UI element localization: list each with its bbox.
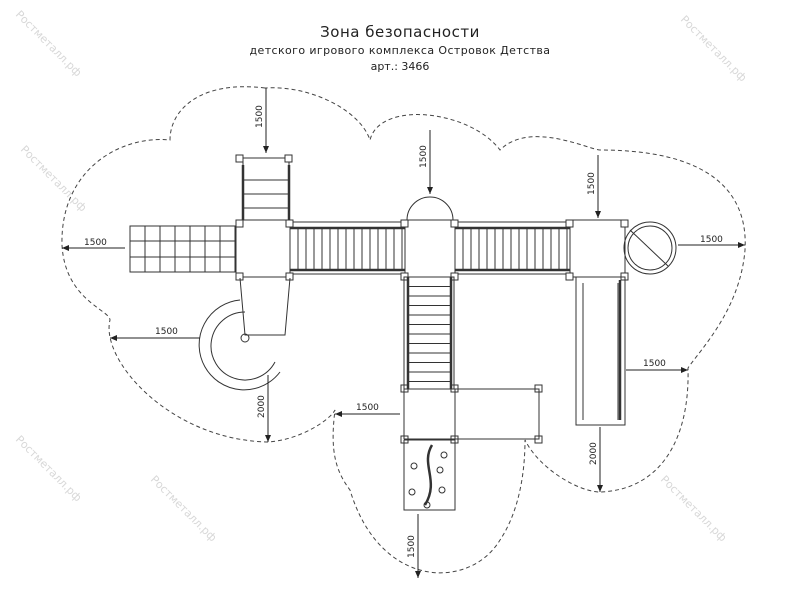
- watermark-text: Ростметалл.рф: [148, 473, 219, 544]
- dim-right-slide-bottom: 2000: [589, 442, 599, 465]
- dimensions: 1500 1500 1500 1500 1500 1500 1500 2000 …: [62, 88, 745, 578]
- lower-platform: [403, 388, 540, 440]
- tube-tunnel: [623, 221, 677, 275]
- dim-left-slide-bottom: 2000: [257, 395, 267, 418]
- left-platform: [235, 219, 291, 278]
- bridge-left: [289, 221, 406, 275]
- dim-left-slide: 1500: [155, 327, 178, 337]
- dim-right: 1500: [700, 235, 723, 245]
- post: [450, 219, 459, 228]
- post: [620, 219, 629, 228]
- middle-platform: [404, 196, 456, 278]
- post: [565, 219, 574, 228]
- dim-bottom: 1500: [407, 535, 417, 558]
- top-ladder: [235, 154, 293, 221]
- posts: [235, 219, 629, 444]
- dim-right-slide: 1500: [643, 359, 666, 369]
- dim-top-right: 1500: [587, 172, 597, 195]
- dim-bottom-center: 1500: [356, 403, 379, 413]
- dim-top-center: 1500: [419, 145, 429, 168]
- center-ladder: [403, 276, 455, 390]
- climbing-wall: [403, 439, 456, 511]
- watermark-text: Ростметалл.рф: [13, 433, 84, 504]
- straight-slide: [575, 276, 626, 426]
- post: [235, 219, 244, 228]
- safety-zone-boundary: [61, 86, 746, 574]
- monkey-bars: [129, 225, 236, 273]
- article-number: арт.: 3466: [370, 60, 430, 73]
- dim-top-left: 1500: [255, 105, 265, 128]
- title-block: Зона безопасности детского игрового комп…: [0, 22, 800, 75]
- post: [235, 272, 244, 281]
- drawing-title: Зона безопасности: [320, 23, 480, 41]
- spiral-slide: [198, 277, 291, 391]
- drawing-subtitle: детского игрового комплекса Островок Дет…: [249, 44, 551, 57]
- watermark-text: Ростметалл.рф: [18, 143, 89, 214]
- bridge-right: [454, 221, 571, 275]
- post: [400, 219, 409, 228]
- watermark-text: Ростметалл.рф: [658, 473, 729, 544]
- dim-left: 1500: [84, 238, 107, 248]
- post: [565, 272, 574, 281]
- right-platform: [569, 219, 626, 278]
- post: [285, 219, 294, 228]
